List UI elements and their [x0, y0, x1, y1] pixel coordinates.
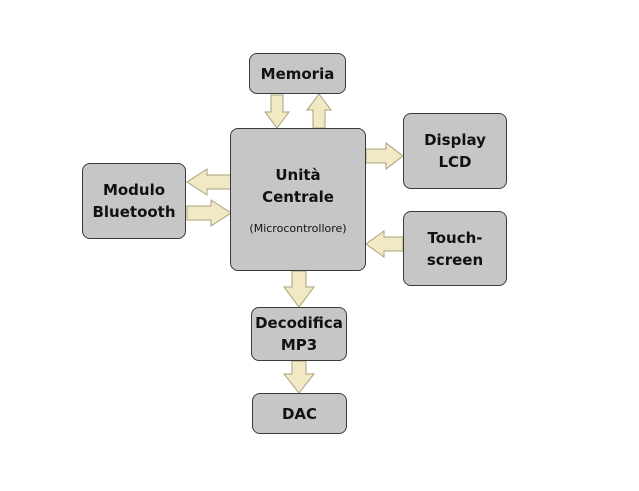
- display-lcd-block: Display LCD: [403, 113, 507, 189]
- display-line1: Display: [424, 131, 486, 149]
- arrow-cpu-to-memoria: [306, 93, 332, 129]
- arrow-cpu-to-decodifica: [283, 270, 315, 308]
- unita-centrale-subtitle: (Microcontrollore): [249, 221, 347, 235]
- decodifica-mp3-block: Decodifica MP3: [251, 307, 347, 361]
- touch-screen-label: Touch-screen: [426, 228, 484, 269]
- unita-centrale-line2: Centrale: [262, 187, 334, 206]
- arrow-cpu-to-display: [365, 141, 404, 171]
- modulo-bluetooth-block: Modulo Bluetooth: [82, 163, 186, 239]
- arrow-cpu-to-bluetooth: [186, 168, 232, 196]
- bluetooth-line1: Modulo: [102, 181, 166, 199]
- touch-screen-block: Touch-screen: [403, 211, 507, 286]
- decodifica-line1: Decodifica: [255, 314, 343, 332]
- arrow-touch-to-cpu: [365, 230, 404, 258]
- arrow-bluetooth-to-cpu: [186, 199, 232, 227]
- dac-block: DAC: [252, 393, 347, 434]
- arrow-memoria-to-cpu: [264, 94, 290, 129]
- arrow-decodifica-to-dac: [282, 360, 316, 394]
- bluetooth-line2: Bluetooth: [92, 203, 176, 221]
- unita-centrale-line1: Unità: [275, 165, 321, 184]
- unita-centrale-block: Unità Centrale (Microcontrollore): [230, 128, 366, 271]
- memoria-block: Memoria: [249, 53, 346, 94]
- display-line2: LCD: [438, 153, 472, 171]
- dac-label: DAC: [281, 404, 318, 423]
- memoria-label: Memoria: [260, 64, 335, 83]
- decodifica-line2: MP3: [280, 336, 318, 354]
